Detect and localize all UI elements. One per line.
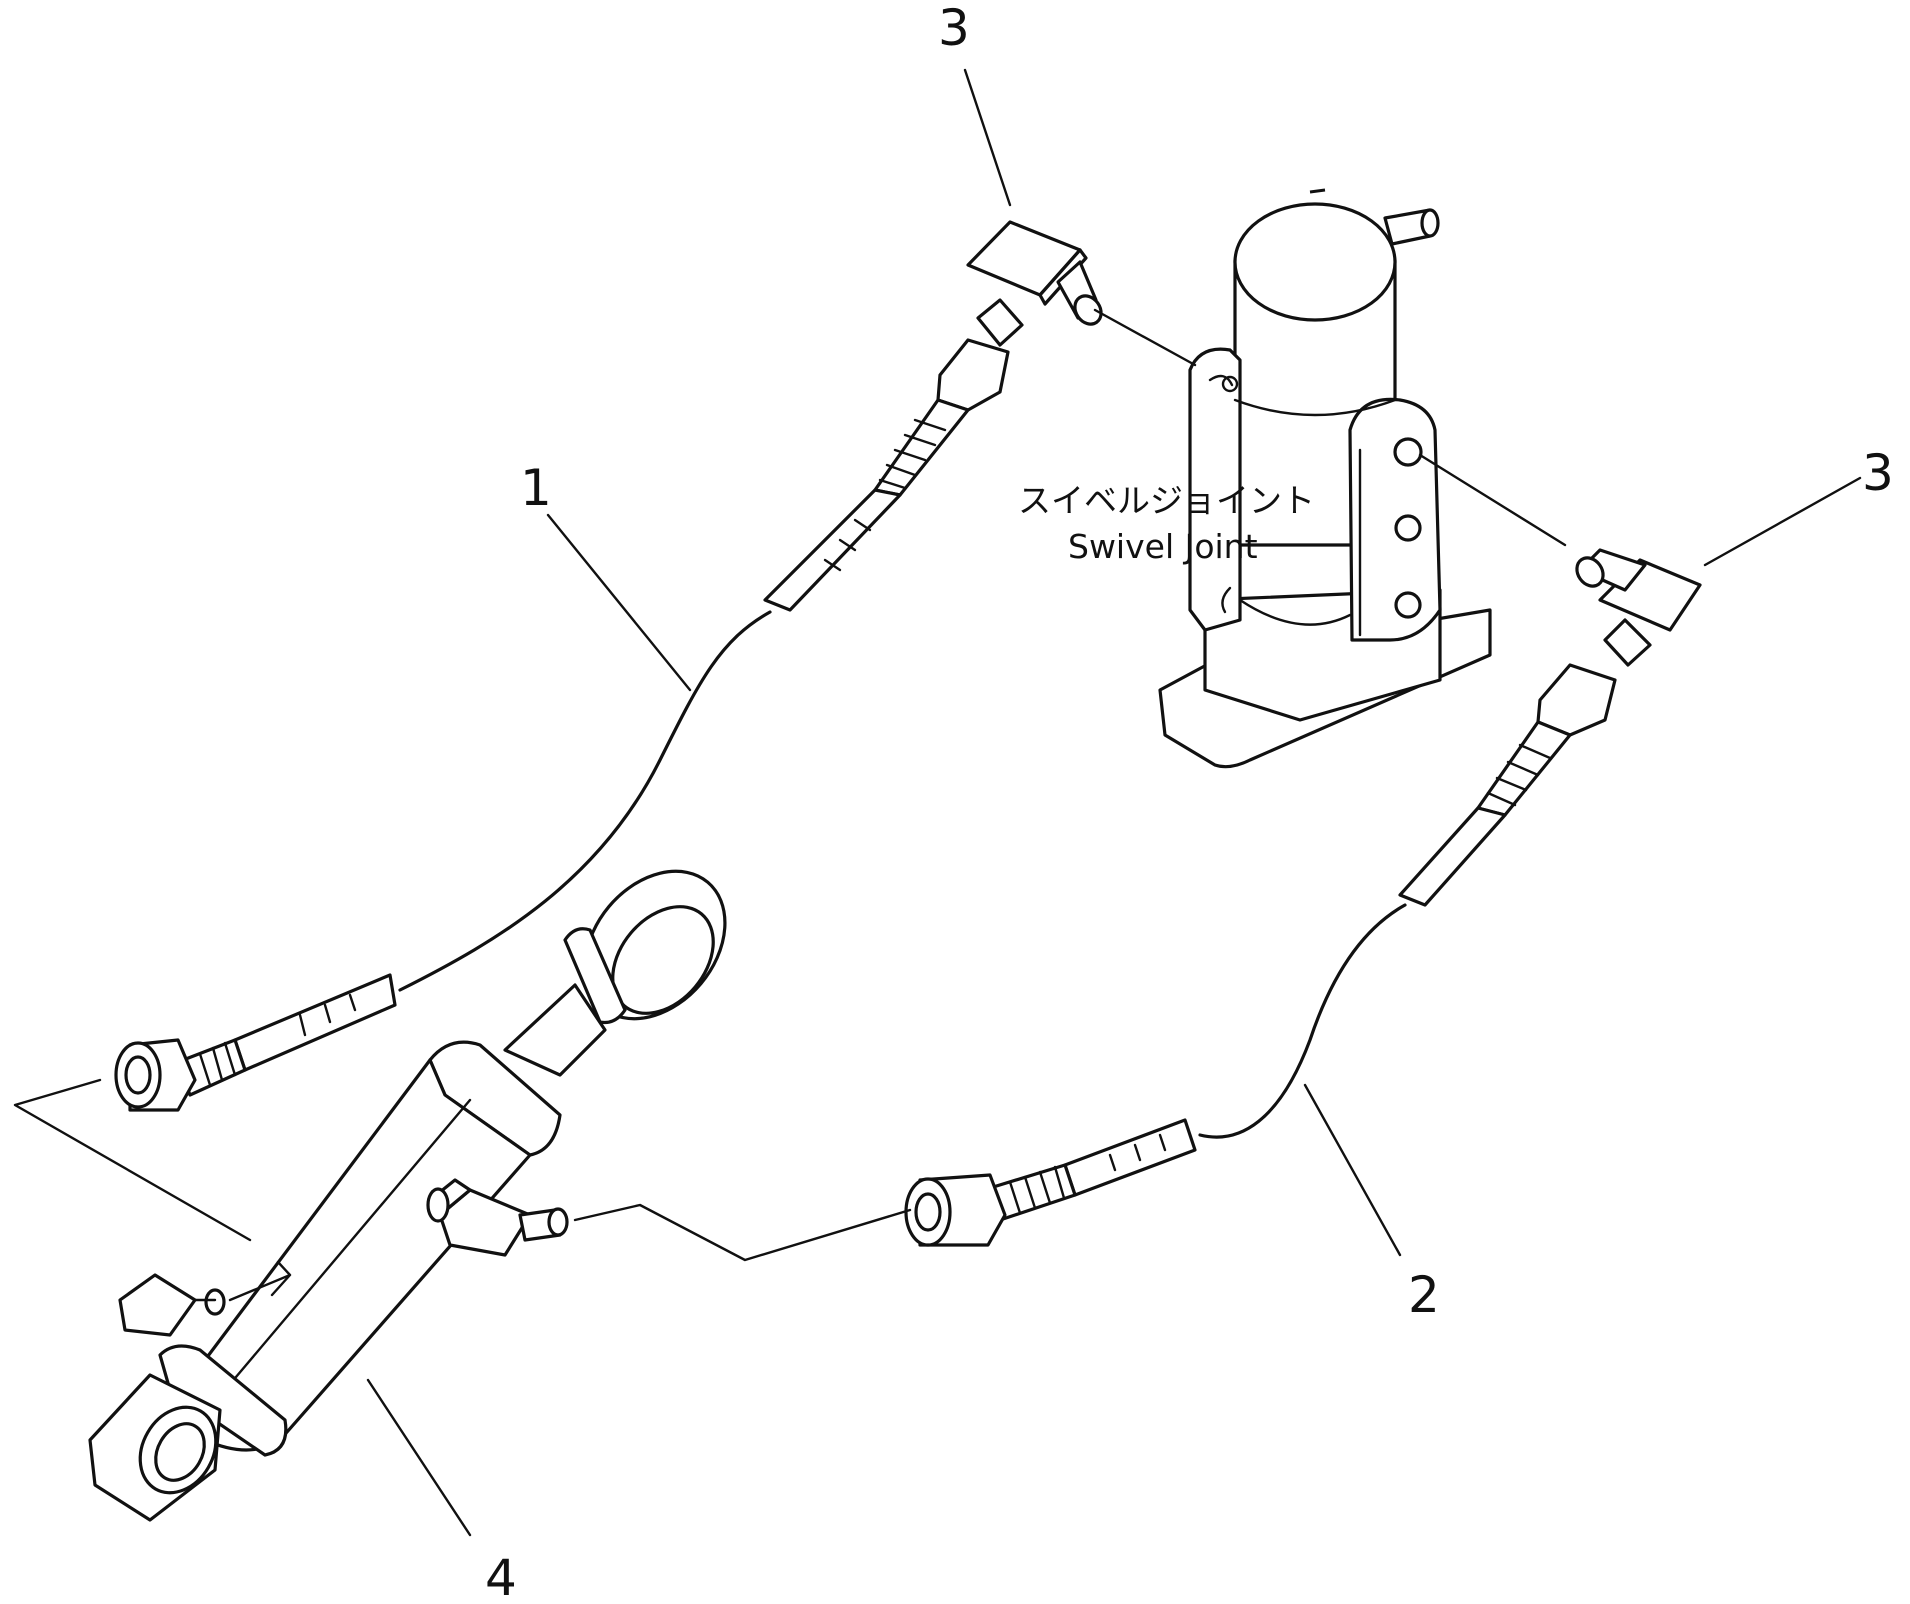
callout-4: 4 <box>485 1549 517 1604</box>
callout-3-top: 3 <box>938 0 970 57</box>
hose-assembly-2 <box>904 663 1617 1247</box>
elbow-fitting-right <box>1575 548 1702 667</box>
hydraulic-cylinder <box>88 869 727 1522</box>
callout-3-right: 3 <box>1862 444 1894 502</box>
connection-lines <box>13 308 1567 1302</box>
elbow-fitting-top <box>966 220 1103 347</box>
callout-1: 1 <box>520 459 552 517</box>
callout-2: 2 <box>1408 1266 1440 1324</box>
hose-assembly-1 <box>114 338 1010 1112</box>
swivel-joint-label-en: Swivel Joint <box>1068 527 1258 566</box>
callouts: 3 3 1 2 4 <box>366 0 1894 1604</box>
swivel-joint: スイベルジョイント Swivel Joint <box>1018 188 1492 769</box>
swivel-joint-label-ja: スイベルジョイント <box>1018 481 1315 520</box>
